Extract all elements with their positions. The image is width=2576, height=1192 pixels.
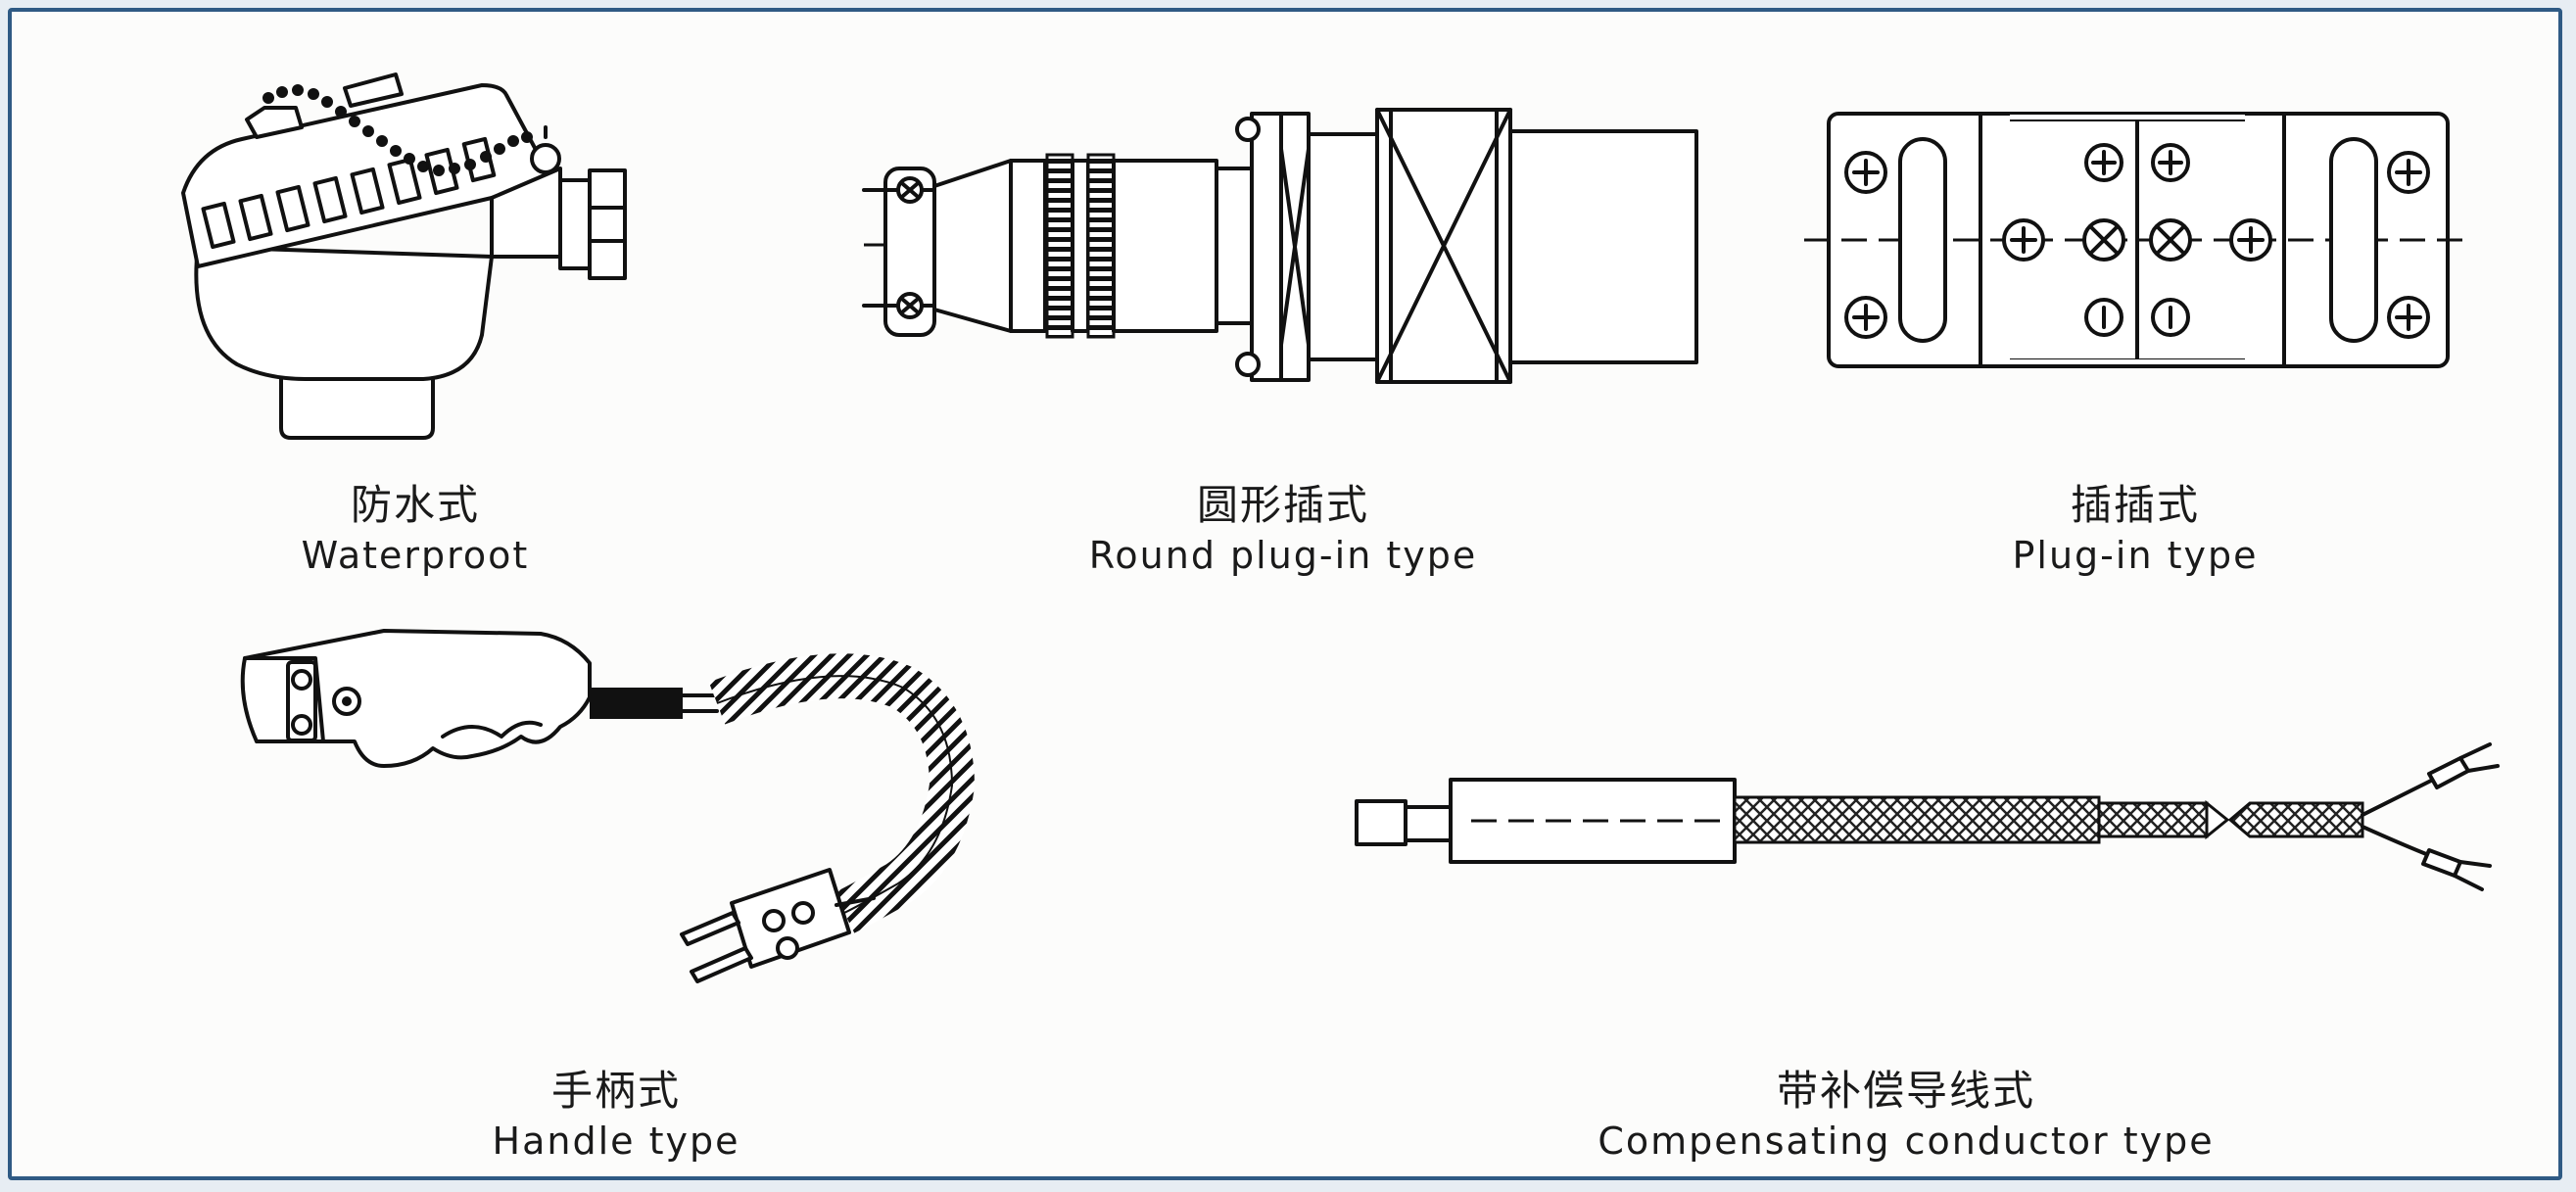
plug-in-drawing <box>1804 112 2470 368</box>
caption-compensating-conductor: 带补偿导线式 Compensating conductor type <box>1598 1066 2214 1166</box>
caption-plug-in: 插插式 Plug-in type <box>2013 480 2259 580</box>
handle-drawing <box>240 629 976 983</box>
caption-compensating-conductor-zh: 带补偿导线式 <box>1776 1067 2035 1115</box>
caption-handle: 手柄式 Handle type <box>493 1066 740 1166</box>
caption-round-plug-in-en: Round plug-in type <box>1088 534 1478 577</box>
caption-round-plug-in: 圆形插式 Round plug-in type <box>1089 480 1478 580</box>
caption-plug-in-zh: 插插式 <box>2070 481 2200 529</box>
round-plug-in-drawing <box>862 108 1698 384</box>
caption-waterproof: 防水式 Waterproot <box>302 480 530 580</box>
caption-plug-in-en: Plug-in type <box>2012 534 2259 577</box>
caption-handle-zh: 手柄式 <box>550 1067 681 1115</box>
caption-waterproof-zh: 防水式 <box>350 481 481 529</box>
compensating-conductor-drawing <box>1355 742 2500 891</box>
diagram-artwork <box>181 72 2500 983</box>
caption-round-plug-in-zh: 圆形插式 <box>1196 481 1369 529</box>
caption-handle-en: Handle type <box>492 1120 740 1163</box>
waterproof-head-drawing <box>181 72 627 440</box>
caption-waterproof-en: Waterproot <box>301 534 530 577</box>
diagram-frame: 防水式 Waterproot 圆形插式 Round plug-in type 插… <box>8 8 2562 1180</box>
caption-compensating-conductor-en: Compensating conductor type <box>1598 1120 2215 1163</box>
